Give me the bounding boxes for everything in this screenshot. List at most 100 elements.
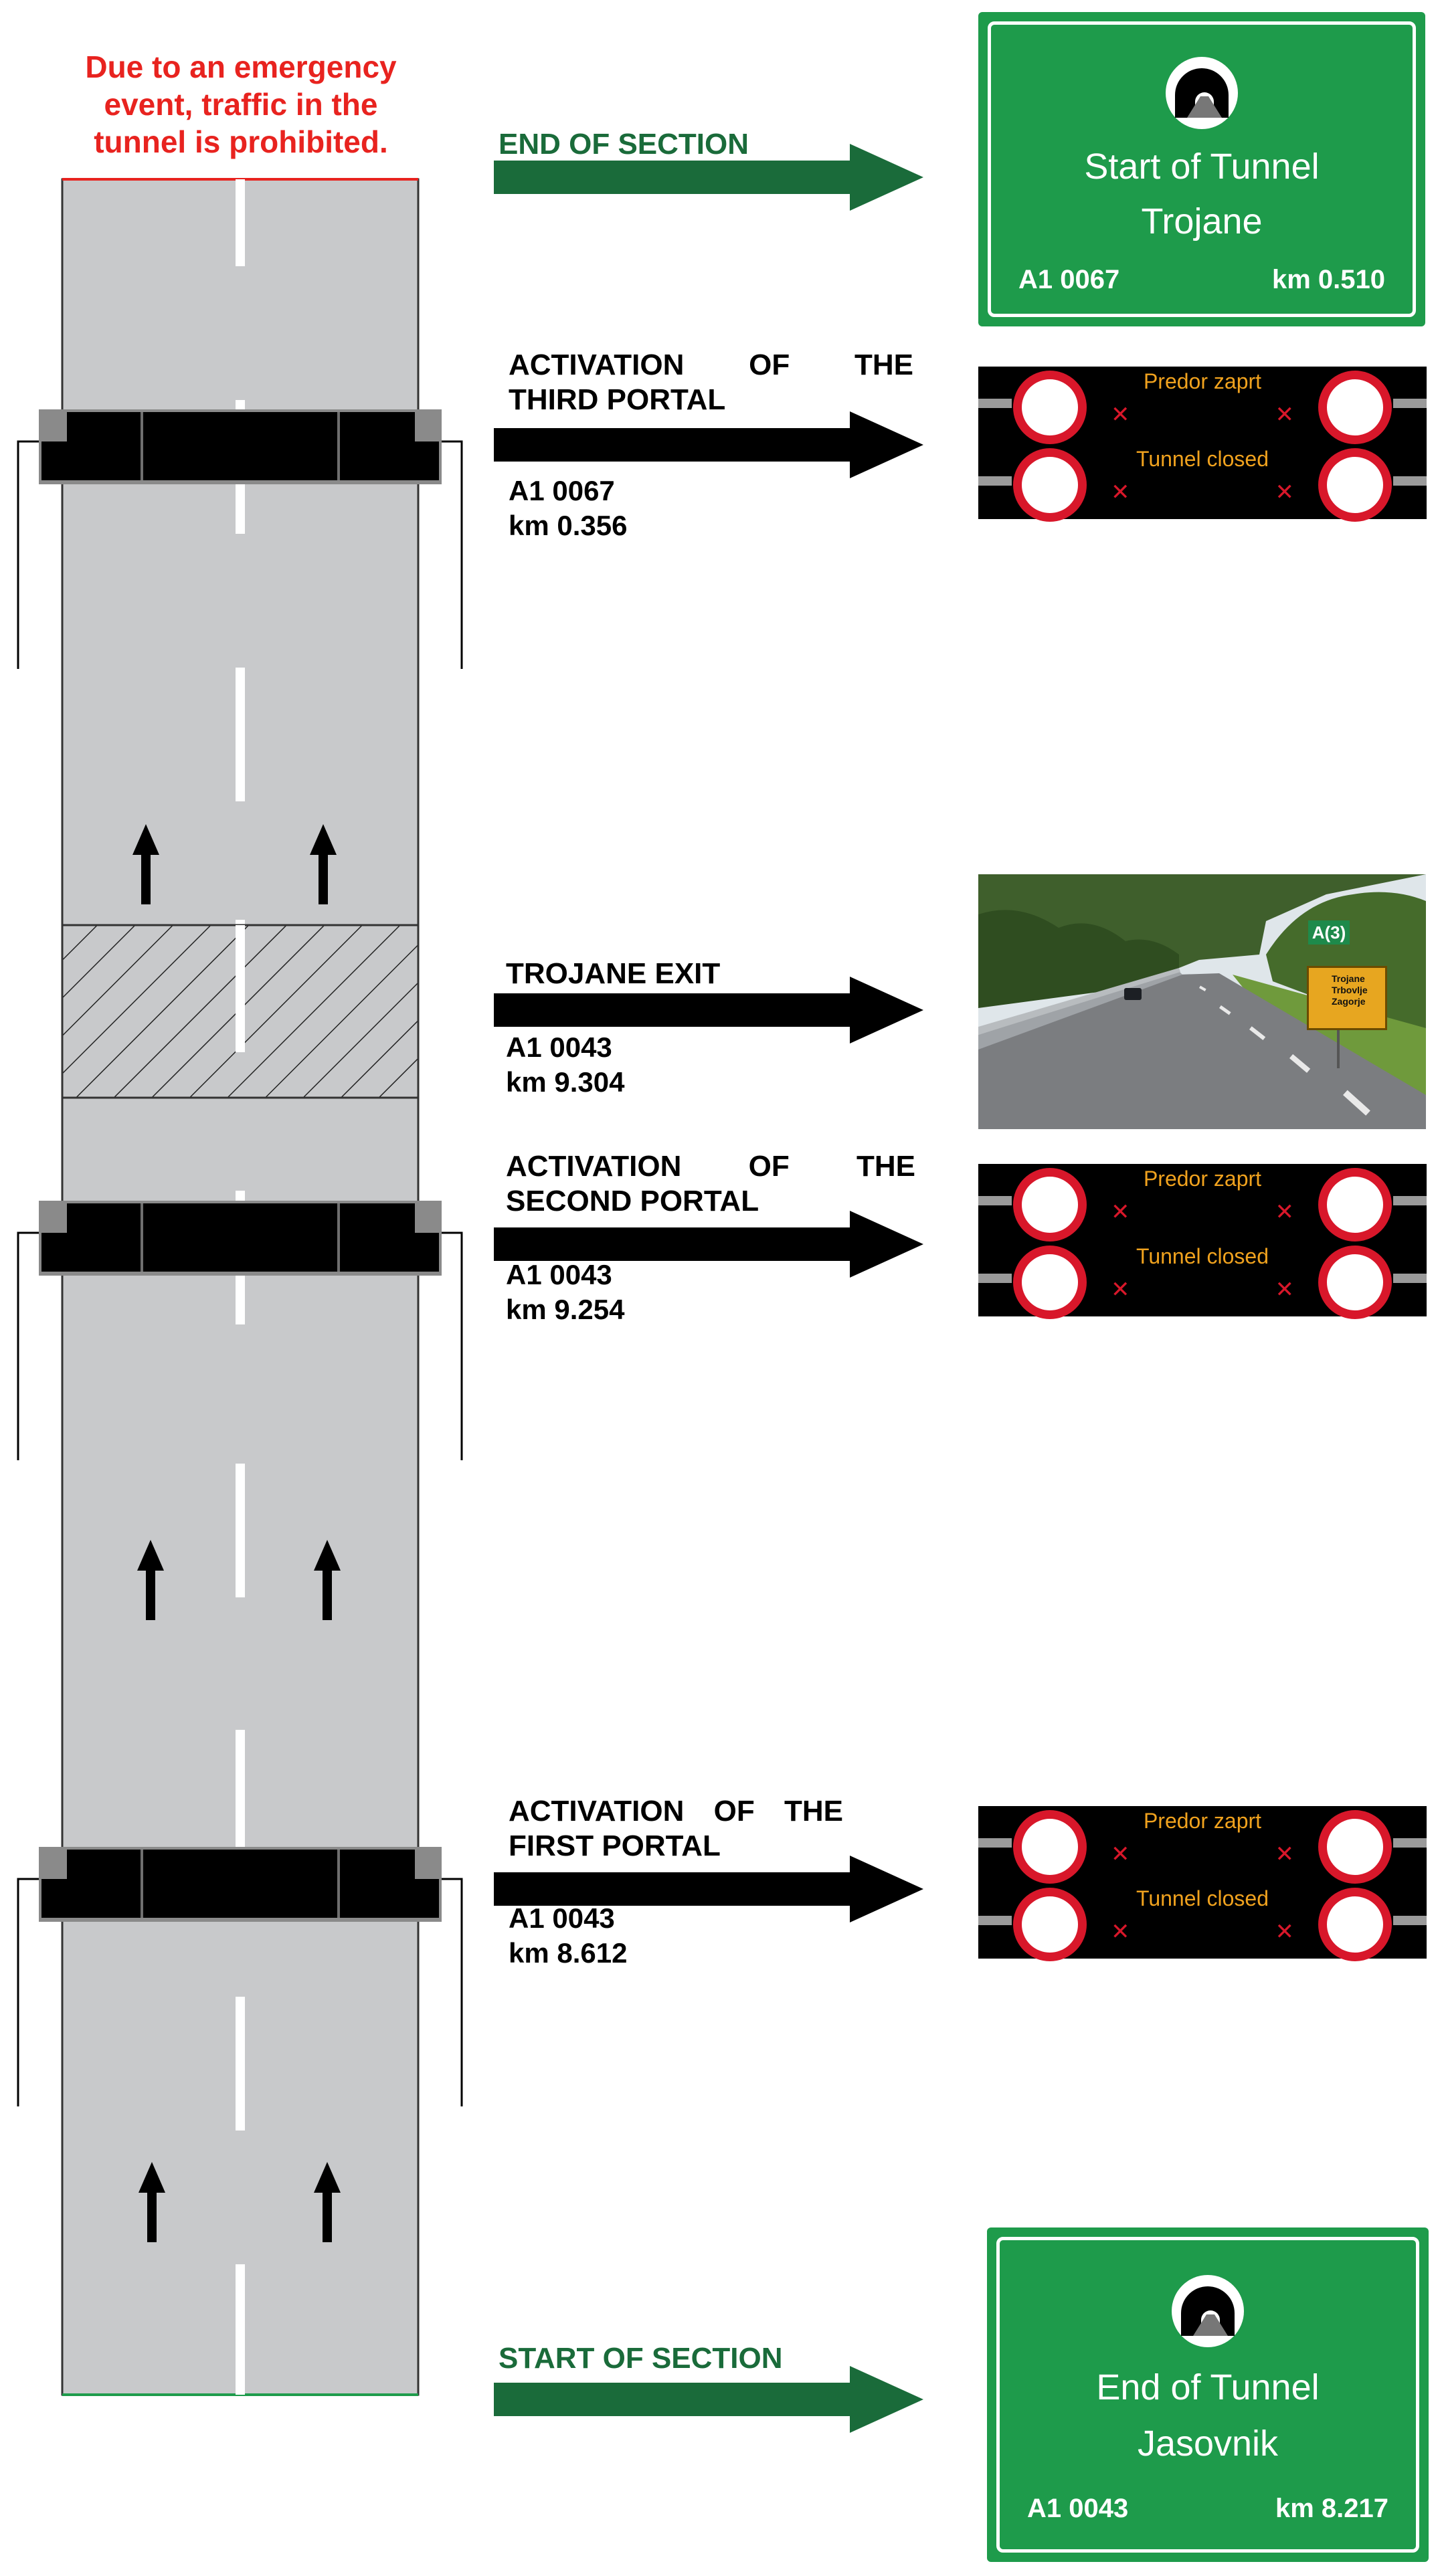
no-entry-sign-icon bbox=[1318, 1888, 1392, 1961]
sign-location-name: Jasovnik bbox=[1137, 2423, 1279, 2464]
arrow-third-portal bbox=[494, 411, 923, 478]
exit-destination-2: Trbovlje bbox=[1332, 985, 1368, 995]
vms-gantry-bar bbox=[1393, 1838, 1427, 1848]
sign-border bbox=[996, 2237, 1419, 2553]
vms-gantry-bar bbox=[1393, 1196, 1427, 1205]
sign-title: Start of Tunnel bbox=[1084, 146, 1320, 187]
first-portal-location: A1 0043 km 8.612 bbox=[509, 1901, 627, 1971]
sign-road-code: A1 0067 bbox=[1018, 265, 1120, 294]
arrow-second-portal bbox=[494, 1211, 923, 1278]
third-portal-code: A1 0067 bbox=[509, 475, 615, 506]
lane-closed-x-icon: ✕ bbox=[1275, 480, 1295, 505]
vms-gantry-bar bbox=[1393, 399, 1427, 408]
sign-start-of-tunnel: Start of Tunnel Trojane A1 0067 km 0.510 bbox=[978, 12, 1425, 326]
vms-row-top: Predor zaprt ✕ ✕ bbox=[978, 367, 1427, 444]
first-portal-code: A1 0043 bbox=[509, 1902, 615, 1934]
vms-gantry-bar bbox=[978, 476, 1012, 486]
start-of-section-label: START OF SECTION bbox=[499, 2342, 783, 2375]
exit-destination-3: Zagorje bbox=[1332, 996, 1366, 1007]
lane-closed-x-icon: ✕ bbox=[1275, 1199, 1295, 1225]
sign-border bbox=[988, 21, 1416, 317]
second-portal-label: ACTIVATION OF THE SECOND PORTAL bbox=[506, 1149, 915, 1219]
vms-text-line-2: Tunnel closed bbox=[1136, 1244, 1269, 1268]
vms-text-line-2: Tunnel closed bbox=[1136, 447, 1269, 471]
lane-closed-x-icon: ✕ bbox=[1111, 1842, 1130, 1867]
portal-gantry-first bbox=[17, 1847, 463, 2106]
first-portal-label: ACTIVATION OF THE FIRST PORTAL bbox=[509, 1794, 843, 1864]
lane-closed-x-icon: ✕ bbox=[1111, 1199, 1130, 1225]
vms-gantry-bar bbox=[978, 399, 1012, 408]
warning-line-3: tunnel is prohibited. bbox=[94, 124, 388, 159]
second-portal-line-1: ACTIVATION OF THE bbox=[506, 1150, 915, 1183]
second-portal-km: km 9.254 bbox=[506, 1294, 625, 1325]
vms-panel-first-portal: Predor zaprt ✕ ✕ Tunnel closed ✕ ✕ bbox=[978, 1806, 1427, 1961]
event-arrows bbox=[494, 144, 923, 2433]
vms-panel-third-portal: Predor zaprt ✕ ✕ Tunnel closed ✕ ✕ bbox=[978, 367, 1427, 522]
trojane-exit-code: A1 0043 bbox=[506, 1031, 612, 1063]
exit-number-sign: A(3) bbox=[1308, 920, 1350, 945]
vms-row-top: Predor zaprt ✕ ✕ bbox=[978, 1164, 1427, 1242]
centre-lane-markings bbox=[236, 179, 245, 2395]
vms-gantry-bar bbox=[1393, 1274, 1427, 1283]
portal-gantry-second bbox=[17, 1201, 463, 1460]
vms-text-line-1: Predor zaprt bbox=[1143, 1809, 1262, 1833]
lane-closed-x-icon: ✕ bbox=[1275, 402, 1295, 427]
first-portal-line-2: FIRST PORTAL bbox=[509, 1829, 721, 1862]
tunnel-icon bbox=[1166, 57, 1238, 129]
vms-gantry-bar bbox=[978, 1274, 1012, 1283]
vms-row-bottom: Tunnel closed ✕ ✕ bbox=[978, 1242, 1427, 1319]
sign-end-of-tunnel: End of Tunnel Jasovnik A1 0043 km 8.217 bbox=[987, 2227, 1429, 2562]
warning-line-1: Due to an emergency bbox=[85, 49, 397, 84]
lane-closed-x-icon: ✕ bbox=[1275, 1277, 1295, 1302]
tunnel-icon bbox=[1172, 2275, 1244, 2347]
portal-gantry-third bbox=[17, 409, 463, 669]
vms-text-line-1: Predor zaprt bbox=[1143, 1167, 1262, 1191]
trojane-exit-location: A1 0043 km 9.304 bbox=[506, 1030, 624, 1100]
sign-title: End of Tunnel bbox=[1096, 2367, 1320, 2407]
second-portal-line-2: SECOND PORTAL bbox=[506, 1185, 759, 1217]
vms-gantry-bar bbox=[1393, 476, 1427, 486]
lane-closed-x-icon: ✕ bbox=[1111, 480, 1130, 505]
third-portal-line-1: ACTIVATION OF THE bbox=[509, 349, 913, 381]
no-entry-sign-icon bbox=[1318, 1810, 1392, 1884]
sign-km: km 8.217 bbox=[1275, 2494, 1388, 2523]
sign-road-code: A1 0043 bbox=[1027, 2494, 1129, 2523]
sign-location-name: Trojane bbox=[1141, 201, 1263, 241]
arrow-first-portal bbox=[494, 1856, 923, 1922]
lane-closed-x-icon: ✕ bbox=[1275, 1919, 1295, 1945]
vms-text-line-2: Tunnel closed bbox=[1136, 1886, 1269, 1910]
vms-panel-second-portal: Predor zaprt ✕ ✕ Tunnel closed ✕ ✕ bbox=[978, 1164, 1427, 1319]
vms-gantry-bar bbox=[978, 1916, 1012, 1925]
end-of-section-label: END OF SECTION bbox=[499, 128, 749, 161]
warning-line-2: event, traffic in the bbox=[104, 87, 378, 122]
second-portal-location: A1 0043 km 9.254 bbox=[506, 1258, 624, 1327]
exit-zone-centre-marking bbox=[236, 925, 245, 1052]
exit-destination-sign: Trojane Trbovlje Zagorje bbox=[1307, 966, 1387, 1030]
arrow-end-of-section bbox=[494, 144, 923, 211]
sign-km: km 0.510 bbox=[1271, 265, 1385, 294]
trojane-exit-label: TROJANE EXIT bbox=[506, 957, 721, 990]
second-portal-code: A1 0043 bbox=[506, 1259, 612, 1290]
vms-gantry-bar bbox=[1393, 1916, 1427, 1925]
no-entry-sign-icon bbox=[1013, 448, 1087, 522]
lane-closed-x-icon: ✕ bbox=[1111, 402, 1130, 427]
lane-closed-x-icon: ✕ bbox=[1111, 1277, 1130, 1302]
vms-gantry-bar bbox=[978, 1196, 1012, 1205]
third-portal-km: km 0.356 bbox=[509, 510, 628, 541]
exit-destination-1: Trojane bbox=[1332, 973, 1365, 984]
first-portal-km: km 8.612 bbox=[509, 1937, 628, 1969]
lane-closed-x-icon: ✕ bbox=[1275, 1842, 1295, 1867]
arrow-start-of-section bbox=[494, 2366, 923, 2433]
trojane-exit-km: km 9.304 bbox=[506, 1066, 625, 1098]
vms-row-top: Predor zaprt ✕ ✕ bbox=[978, 1806, 1427, 1884]
vms-row-bottom: Tunnel closed ✕ ✕ bbox=[978, 444, 1427, 522]
third-portal-label: ACTIVATION OF THE THIRD PORTAL bbox=[509, 348, 913, 417]
first-portal-line-1: ACTIVATION OF THE bbox=[509, 1795, 843, 1827]
third-portal-line-2: THIRD PORTAL bbox=[509, 383, 726, 416]
third-portal-location: A1 0067 km 0.356 bbox=[509, 474, 627, 543]
emergency-warning: Due to an emergency event, traffic in th… bbox=[40, 48, 442, 161]
vms-text-line-1: Predor zaprt bbox=[1143, 369, 1262, 393]
vms-gantry-bar bbox=[978, 1838, 1012, 1848]
direction-arrows bbox=[132, 824, 341, 2242]
